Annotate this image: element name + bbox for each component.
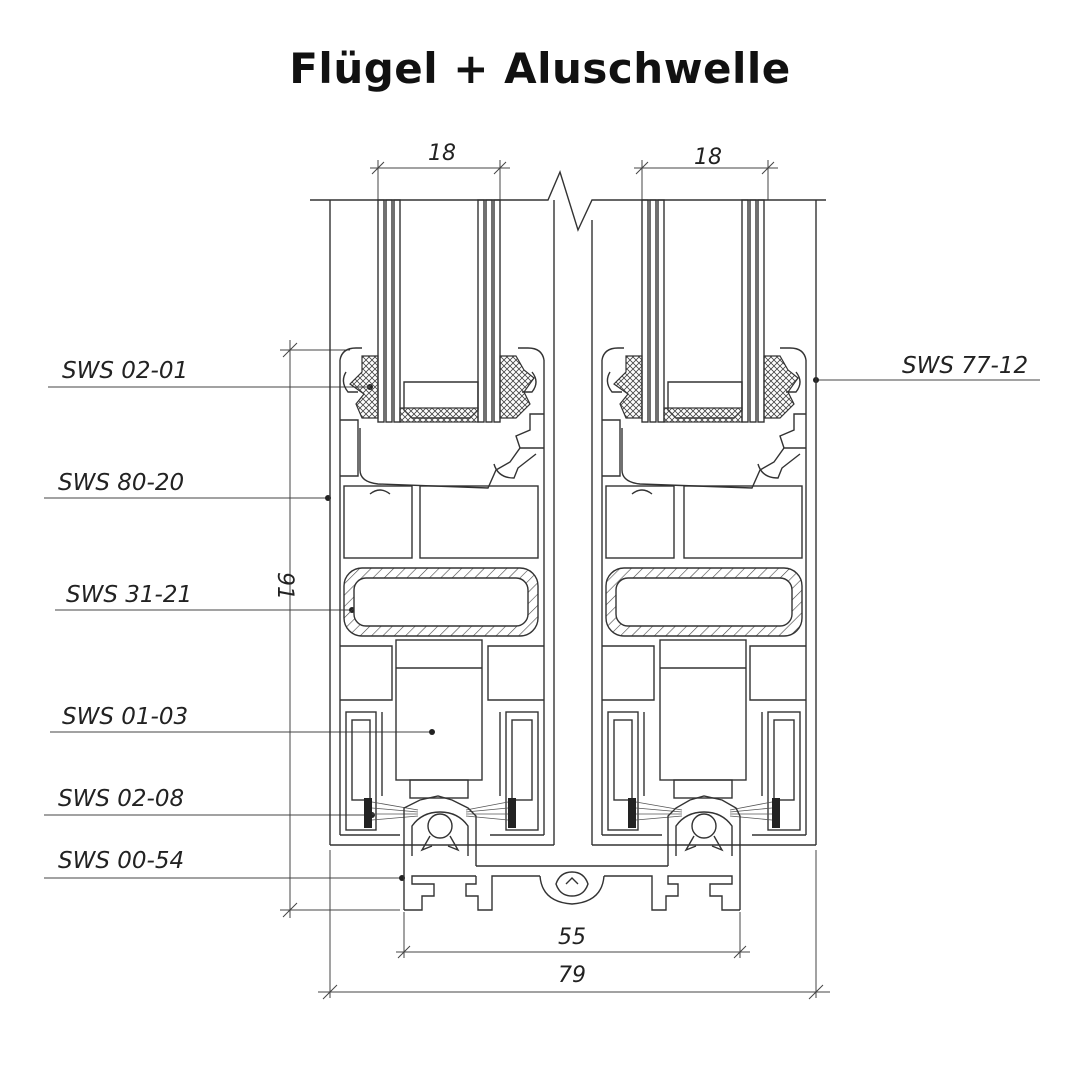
page-title: Flügel + Aluschwelle [289, 44, 791, 93]
dimension-inner-width [396, 912, 750, 959]
right-sash-profile [591, 199, 817, 846]
label-sws-02-01: SWS 02-01 [62, 358, 188, 384]
dimension-glass-right [634, 160, 778, 200]
label-sws-01-03: SWS 01-03 [62, 704, 188, 730]
dimension-total-width [318, 850, 830, 1000]
dimension-height-value: 91 [272, 572, 297, 600]
dimension-total-width-value: 79 [558, 963, 586, 988]
dimension-glass-right-value: 18 [694, 145, 722, 170]
break-line [310, 169, 826, 232]
dimension-height [280, 340, 400, 918]
label-sws-80-20: SWS 80-20 [58, 470, 184, 496]
dimension-glass-left-value: 18 [428, 141, 456, 166]
dimension-inner-width-value: 55 [558, 925, 586, 950]
label-sws-00-54: SWS 00-54 [58, 848, 184, 874]
left-sash-profile [329, 199, 555, 846]
label-sws-02-08: SWS 02-08 [58, 786, 184, 812]
dimension-glass-left [370, 160, 510, 200]
label-sws-77-12: SWS 77-12 [902, 353, 1028, 379]
label-sws-31-21: SWS 31-21 [66, 582, 192, 608]
aluminium-threshold [403, 795, 741, 911]
